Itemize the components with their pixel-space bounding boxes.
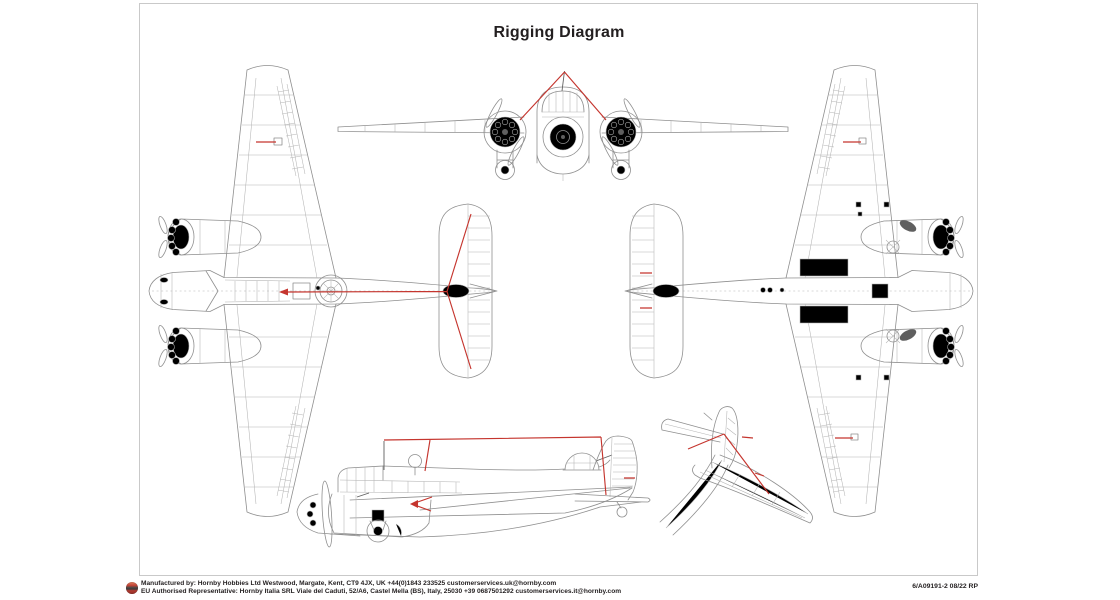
footer-text: Manufactured by: Hornby Hobbies Ltd West…: [141, 580, 621, 596]
propeller-blade: [899, 329, 917, 341]
detail-starboard-tailplane: [692, 454, 813, 524]
turret-dome: [562, 452, 613, 471]
propeller: [321, 480, 333, 548]
main-wheel: [886, 240, 900, 254]
top-view-drawing: [149, 66, 497, 517]
aerial-attach-marks-bottom-view: [640, 141, 861, 439]
aerial-wire-top-view: [256, 141, 472, 370]
front-engine-right: [599, 98, 643, 180]
document-code: 6/A09191-2 08/22 RP: [912, 583, 978, 590]
front-engine-left: [483, 98, 527, 180]
footer-line-manufactured: Manufactured by: Hornby Hobbies Ltd West…: [141, 580, 557, 587]
footer-line-eu-rep: EU Authorised Representative: Hornby Ita…: [141, 588, 622, 596]
page-title: Rigging Diagram: [493, 24, 625, 41]
cabin-hatch: [292, 282, 311, 300]
aerial-wires-front-view: [519, 71, 607, 121]
rigging-wires-tail-detail: [687, 433, 770, 495]
detail-fin-rudder: [703, 406, 739, 469]
page-border-frame: [139, 3, 978, 576]
windscreen: [205, 270, 219, 312]
fin-and-rudder: [592, 435, 638, 501]
front-fuselage: [536, 86, 590, 181]
propeller-blade: [899, 220, 917, 232]
tail-detail-drawing: [659, 406, 813, 536]
side-view-drawing: [296, 435, 651, 548]
bottom-view-drawing: [625, 66, 973, 517]
aerial-mast: [561, 70, 565, 92]
tailplane-side: [574, 493, 651, 518]
detail-port-tailplane: [661, 418, 724, 443]
side-nacelle: [328, 492, 432, 543]
main-wheel: [886, 329, 900, 343]
dorsal-turret: [314, 274, 348, 308]
df-loop-antenna: [408, 454, 422, 476]
aerial-wire-side-view: [383, 436, 635, 512]
front-view-drawing: [337, 70, 789, 181]
hornby-logo-icon: [126, 582, 138, 594]
